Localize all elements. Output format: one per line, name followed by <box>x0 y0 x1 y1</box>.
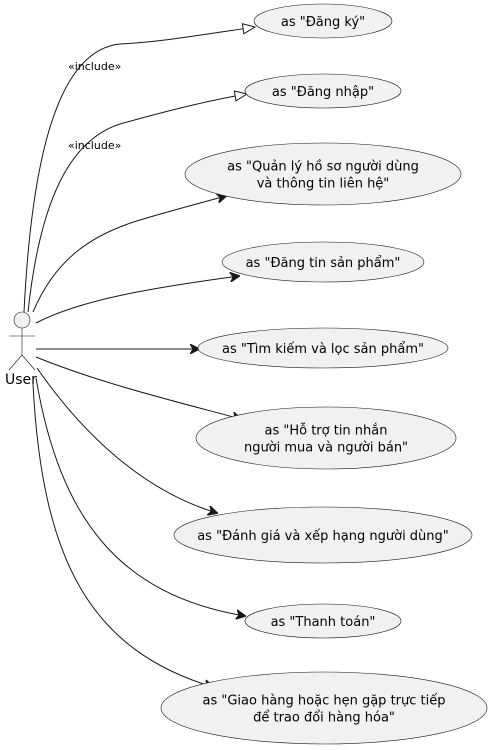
stick-figure-icon <box>8 311 36 371</box>
usecase-label: as "Thanh toán" <box>271 615 376 630</box>
relation-thanh-toan <box>35 377 245 616</box>
include-label: «include» <box>68 139 121 152</box>
usecase-label: as "Đăng nhập" <box>272 85 374 100</box>
relation-dang-nhap <box>27 94 247 313</box>
usecase-label: as "Tìm kiếm và lọc sản phẩm" <box>222 342 424 357</box>
actor-label: User <box>5 372 37 388</box>
usecase-ellipse <box>184 142 462 206</box>
include-label: «include» <box>68 60 121 73</box>
relations-layer <box>23 27 255 687</box>
usecase-ellipse <box>221 241 425 283</box>
usecase-ellipse <box>197 327 449 369</box>
usecase-label: as "Đánh giá và xếp hạng người dùng" <box>197 529 449 544</box>
usecase-label: as "Đăng ký" <box>281 15 365 30</box>
usecase-danh-gia[interactable]: as "Đánh giá và xếp hạng người dùng" <box>173 506 473 564</box>
relation-dang-tin <box>35 276 239 324</box>
usecase-ellipse <box>253 3 393 39</box>
usecase-ellipse <box>195 406 457 470</box>
usecase-ellipse <box>244 73 402 109</box>
usecase-tim-kiem[interactable]: as "Tìm kiếm và lọc sản phẩm" <box>197 327 449 369</box>
relation-dang-ky <box>23 27 255 313</box>
usecase-ho-tro-tin-nhan[interactable]: as "Hỗ trợ tin nhắn người mua và người bá… <box>195 406 457 470</box>
usecase-quan-ly-ho-so[interactable]: as "Quản lý hồ sơ người dùng và thông tin… <box>184 142 462 206</box>
usecase-ellipse <box>160 671 488 745</box>
usecase-label: as "Đăng tin sản phẩm" <box>246 256 401 271</box>
usecase-label: as "Giao hàng hoặc hẹn gặp trực tiếp <box>203 694 446 709</box>
usecase-dang-nhap[interactable]: as "Đăng nhập" <box>244 73 402 109</box>
usecase-ellipse <box>244 603 402 639</box>
usecase-label: để trao đổi hàng hóa" <box>253 711 395 726</box>
use-cases-layer: as "Đăng ký" as "Đăng nhập" as "Quản lý hồ… <box>160 3 488 745</box>
usecase-label: as "Quản lý hồ sơ người dùng <box>227 160 419 175</box>
relation-ho-tro-tin-nhan <box>35 356 241 419</box>
relation-giao-hang <box>32 383 213 687</box>
relation-quan-ly-ho-so <box>32 196 226 313</box>
usecase-dang-tin[interactable]: as "Đăng tin sản phẩm" <box>221 241 425 283</box>
relation-danh-gia <box>36 367 217 513</box>
usecase-label: người mua và người bán" <box>244 441 408 456</box>
usecase-thanh-toan[interactable]: as "Thanh toán" <box>244 603 402 639</box>
usecase-dang-ky[interactable]: as "Đăng ký" <box>253 3 393 39</box>
usecase-giao-hang[interactable]: as "Giao hàng hoặc hẹn gặp trực tiếp để t… <box>160 671 488 745</box>
usecase-ellipse <box>173 506 473 564</box>
usecase-label: as "Hỗ trợ tin nhắn <box>264 424 387 439</box>
actor-user[interactable]: User <box>5 311 37 388</box>
usecase-label: và thông tin liên hệ" <box>257 177 390 192</box>
